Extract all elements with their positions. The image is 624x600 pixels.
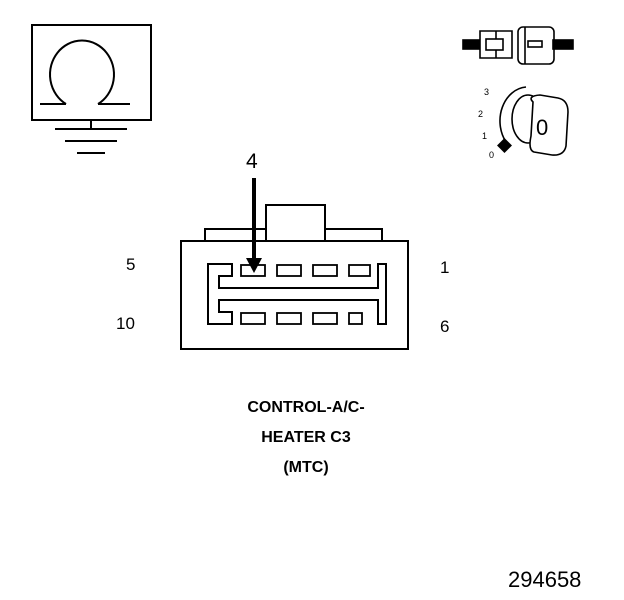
key-position-1: 1 [482,131,488,141]
pin-cavity-3 [276,264,302,277]
pin-cavity-8 [276,312,302,325]
ohmmeter-symbol-icon [31,24,152,121]
pin-cavity-2 [312,264,338,277]
ground-symbol-icon [55,120,127,154]
connector-c3-body [180,204,409,350]
pin-label-6: 6 [440,317,450,336]
pin-cavity-1 [348,264,371,277]
ignition-key-icon [497,86,569,156]
caption-line-3: (MTC) [283,459,329,476]
pin-label-1: 1 [440,258,450,277]
pin-cavity-7 [312,312,338,325]
pin-label-5: 5 [126,255,136,274]
key-position-3: 3 [484,87,490,97]
caption-line-1: CONTROL-A/C- [247,399,365,416]
key-position-2: 2 [478,109,484,119]
pin-pointer-label: 4 [246,150,258,173]
pin-cavity-9 [240,312,266,325]
caption-line-2: HEATER C3 [261,429,351,446]
figure-number: 294658 [508,567,582,592]
pin-cavity-6 [348,312,363,325]
pin-label-10: 10 [116,314,135,333]
connector-plug-icon [462,26,574,65]
key-position-0: 0 [489,150,495,160]
pin-4-arrow [246,178,262,273]
key-face-label: 0 [536,115,549,140]
